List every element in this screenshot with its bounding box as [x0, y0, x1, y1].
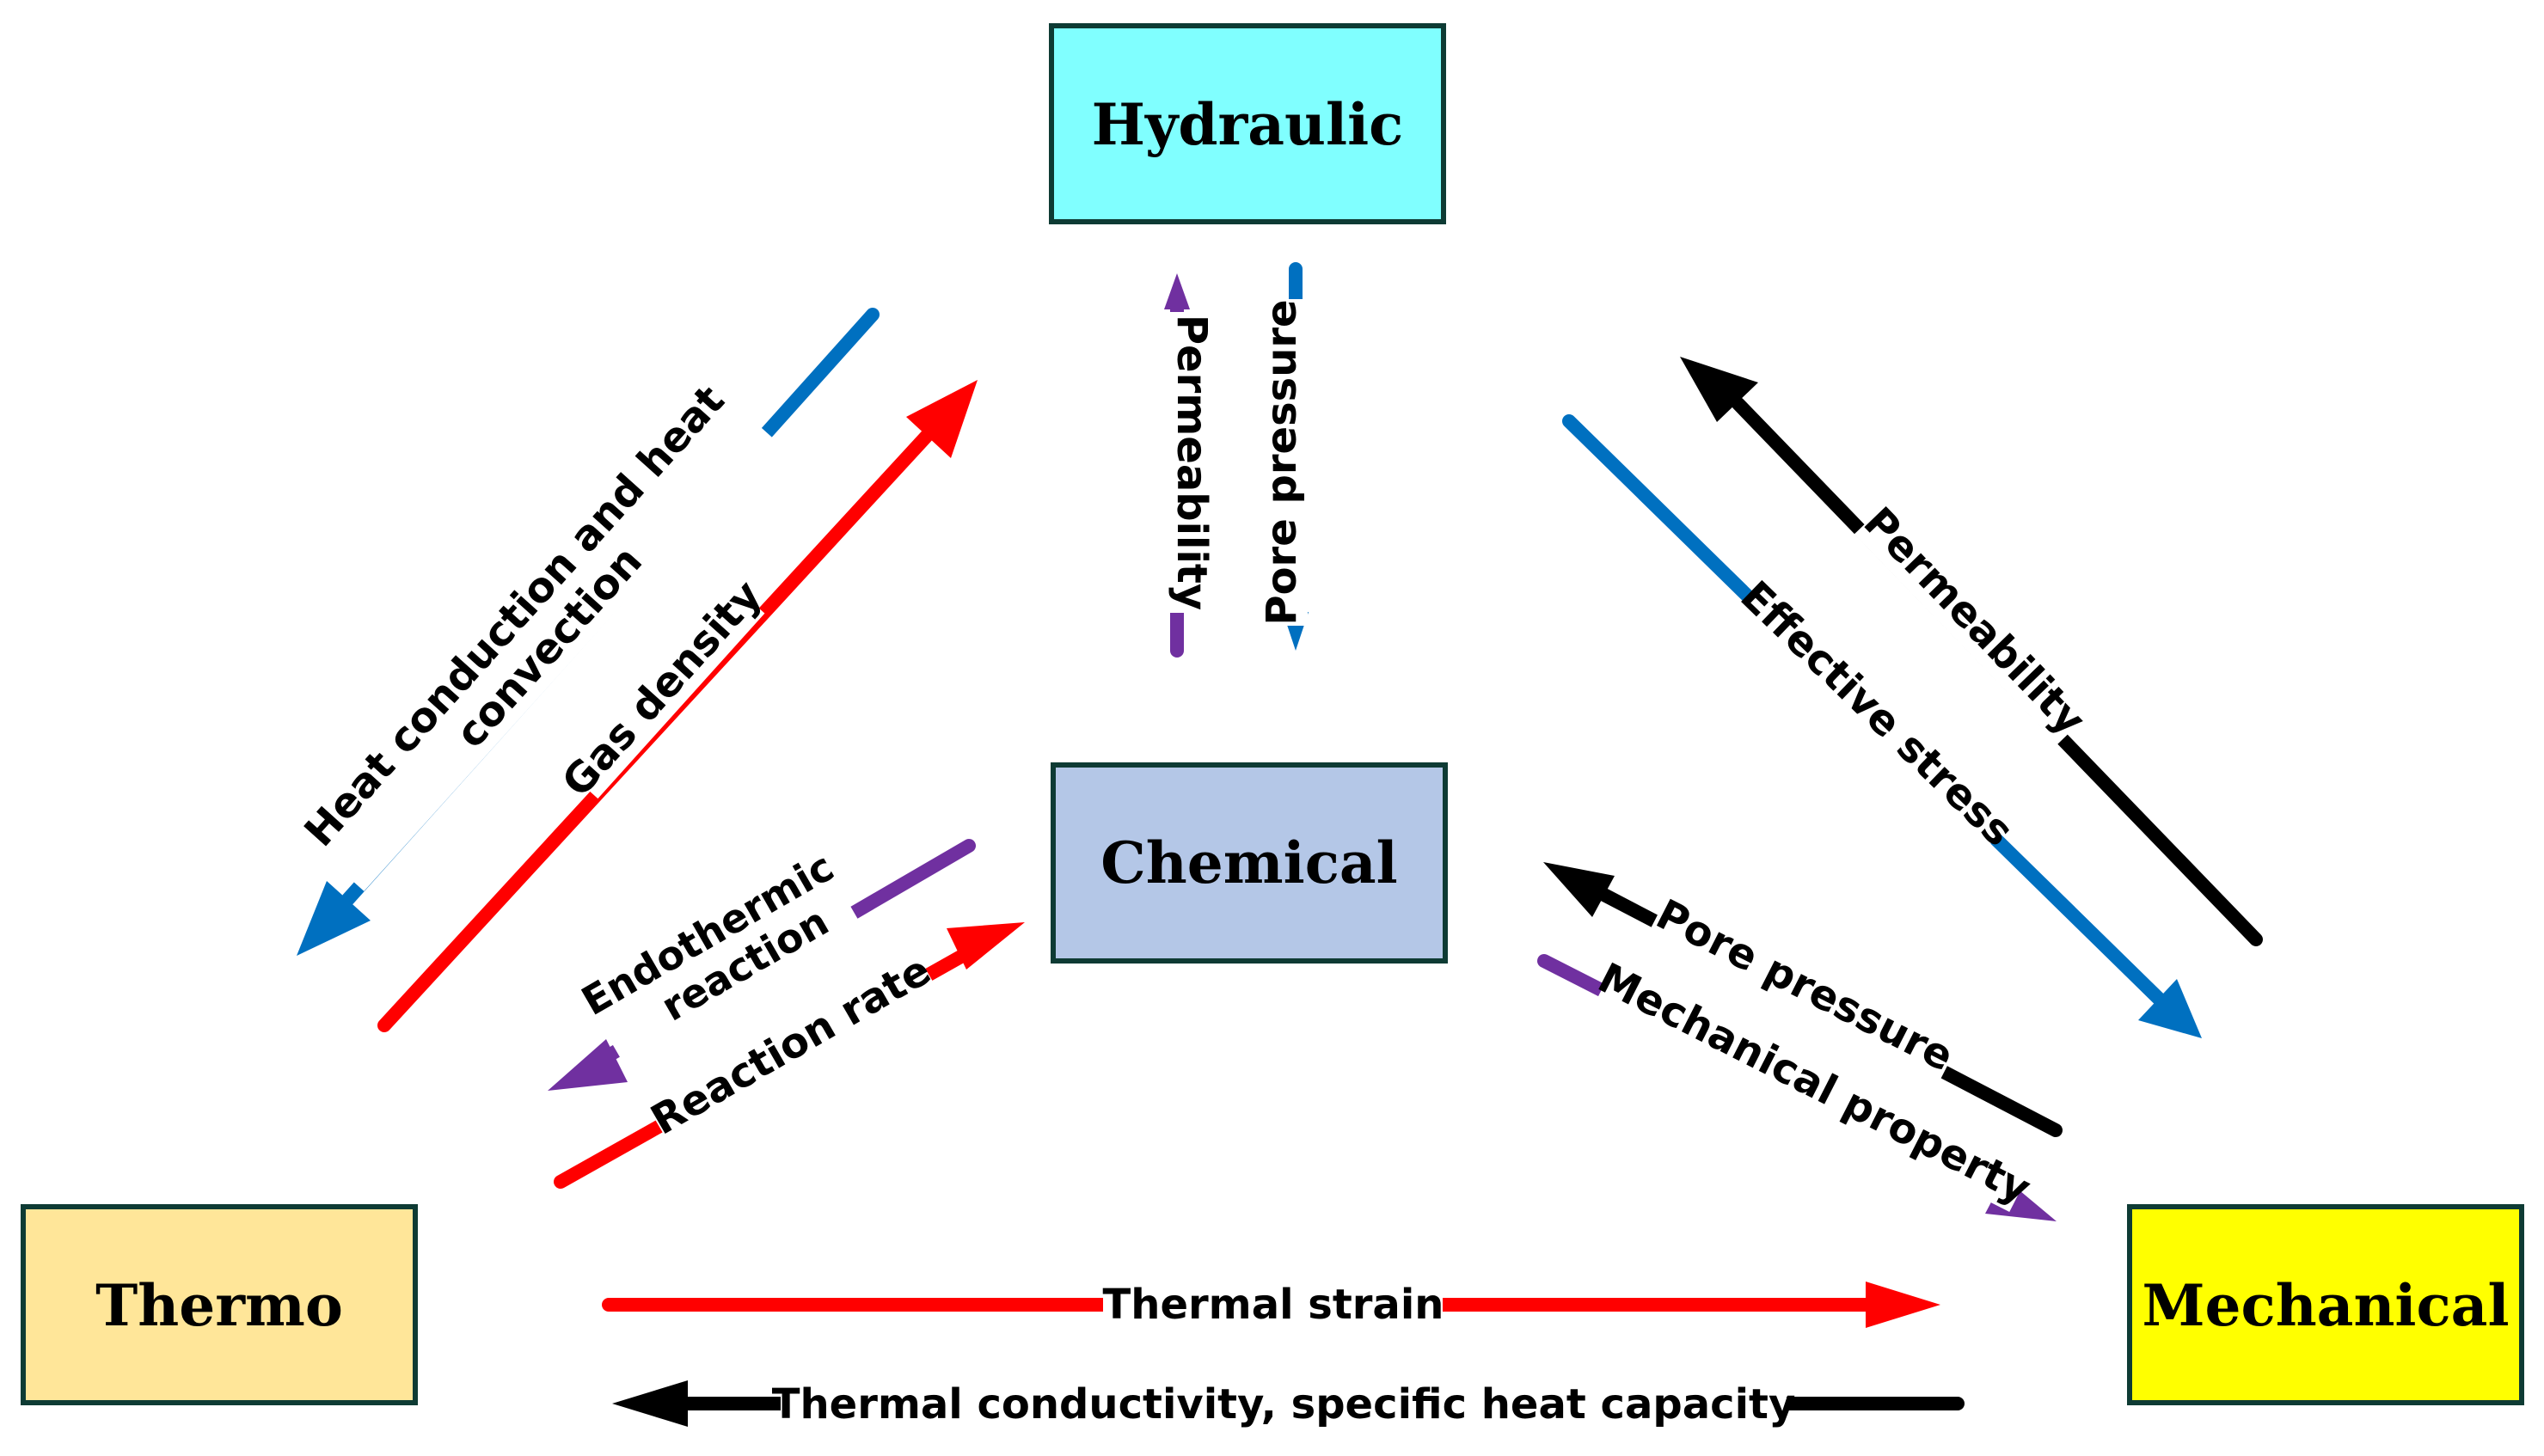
edge-thermal-conductivity: Thermal conductivity, specific heat capa…	[612, 1379, 1965, 1428]
gas-density-arrowhead	[906, 380, 978, 458]
endothermic-label-bg	[576, 844, 861, 1061]
node-thermo: Thermo	[21, 1204, 418, 1405]
effective-stress-arrowhead	[2138, 979, 2202, 1038]
edge-heat-conduction: Heat conduction and heat convection	[287, 308, 880, 956]
permeability-hm-label-bg	[1854, 500, 2093, 745]
thermal-strain-label: Thermal strain	[1103, 1281, 1444, 1329]
thermal-conductivity-arrowhead	[612, 1380, 688, 1427]
node-mechanical-box	[2127, 1204, 2524, 1405]
edge-permeability-hc: Permeability	[1164, 273, 1216, 658]
thermal-strain-label-bg	[1103, 1281, 1443, 1329]
node-hydraulic-label: Hydraulic	[1092, 91, 1404, 158]
node-mechanical: Mechanical	[2127, 1204, 2524, 1405]
pore-pressure-cm-label-bg	[1647, 891, 1961, 1083]
reaction-rate-arrowhead	[947, 922, 1025, 970]
permeability-hc-label: Permeability	[1168, 315, 1216, 610]
pore-pressure-hc-label-bg	[1260, 299, 1308, 626]
gas-density-label-bg	[561, 581, 765, 799]
heat-conduction-label-line1: Heat conduction and heat	[295, 376, 733, 856]
permeability-hc-label-bg	[1166, 312, 1214, 613]
node-thermo-label: Thermo	[95, 1272, 343, 1339]
thermal-strain-arrowhead	[1866, 1282, 1940, 1328]
endothermic-arrowhead	[548, 1039, 628, 1091]
node-thermo-box	[21, 1204, 418, 1405]
heat-conduction-arrowhead	[297, 881, 371, 956]
effective-stress-label-bg	[1735, 578, 2017, 853]
permeability-hm-arrowhead	[1680, 357, 1758, 422]
node-mechanical-label: Mechanical	[2142, 1272, 2509, 1339]
thermal-conductivity-label-bg	[781, 1379, 1787, 1428]
node-hydraulic: Hydraulic	[1049, 23, 1446, 224]
edge-thermal-strain: Thermal strain	[602, 1281, 1940, 1329]
mechanical-property-label-bg	[1596, 958, 2032, 1213]
node-chemical: Chemical	[1051, 762, 1448, 964]
node-hydraulic-box	[1049, 23, 1446, 224]
pore-pressure-cm-arrowhead	[1543, 862, 1615, 917]
pore-pressure-hc-label: Pore pressure	[1258, 299, 1306, 625]
reaction-rate-label-bg	[646, 948, 938, 1146]
thermal-conductivity-label: Thermal conductivity, specific heat capa…	[772, 1380, 1796, 1428]
heat-conduction-label-bg	[287, 368, 773, 891]
node-chemical-box	[1051, 762, 1448, 964]
permeability-hc-arrowhead	[1164, 273, 1190, 309]
edge-pore-pressure-hc: Pore pressure	[1258, 262, 1309, 651]
node-chemical-label: Chemical	[1100, 829, 1397, 896]
edge-permeability-hm: Permeability	[1680, 357, 2263, 946]
